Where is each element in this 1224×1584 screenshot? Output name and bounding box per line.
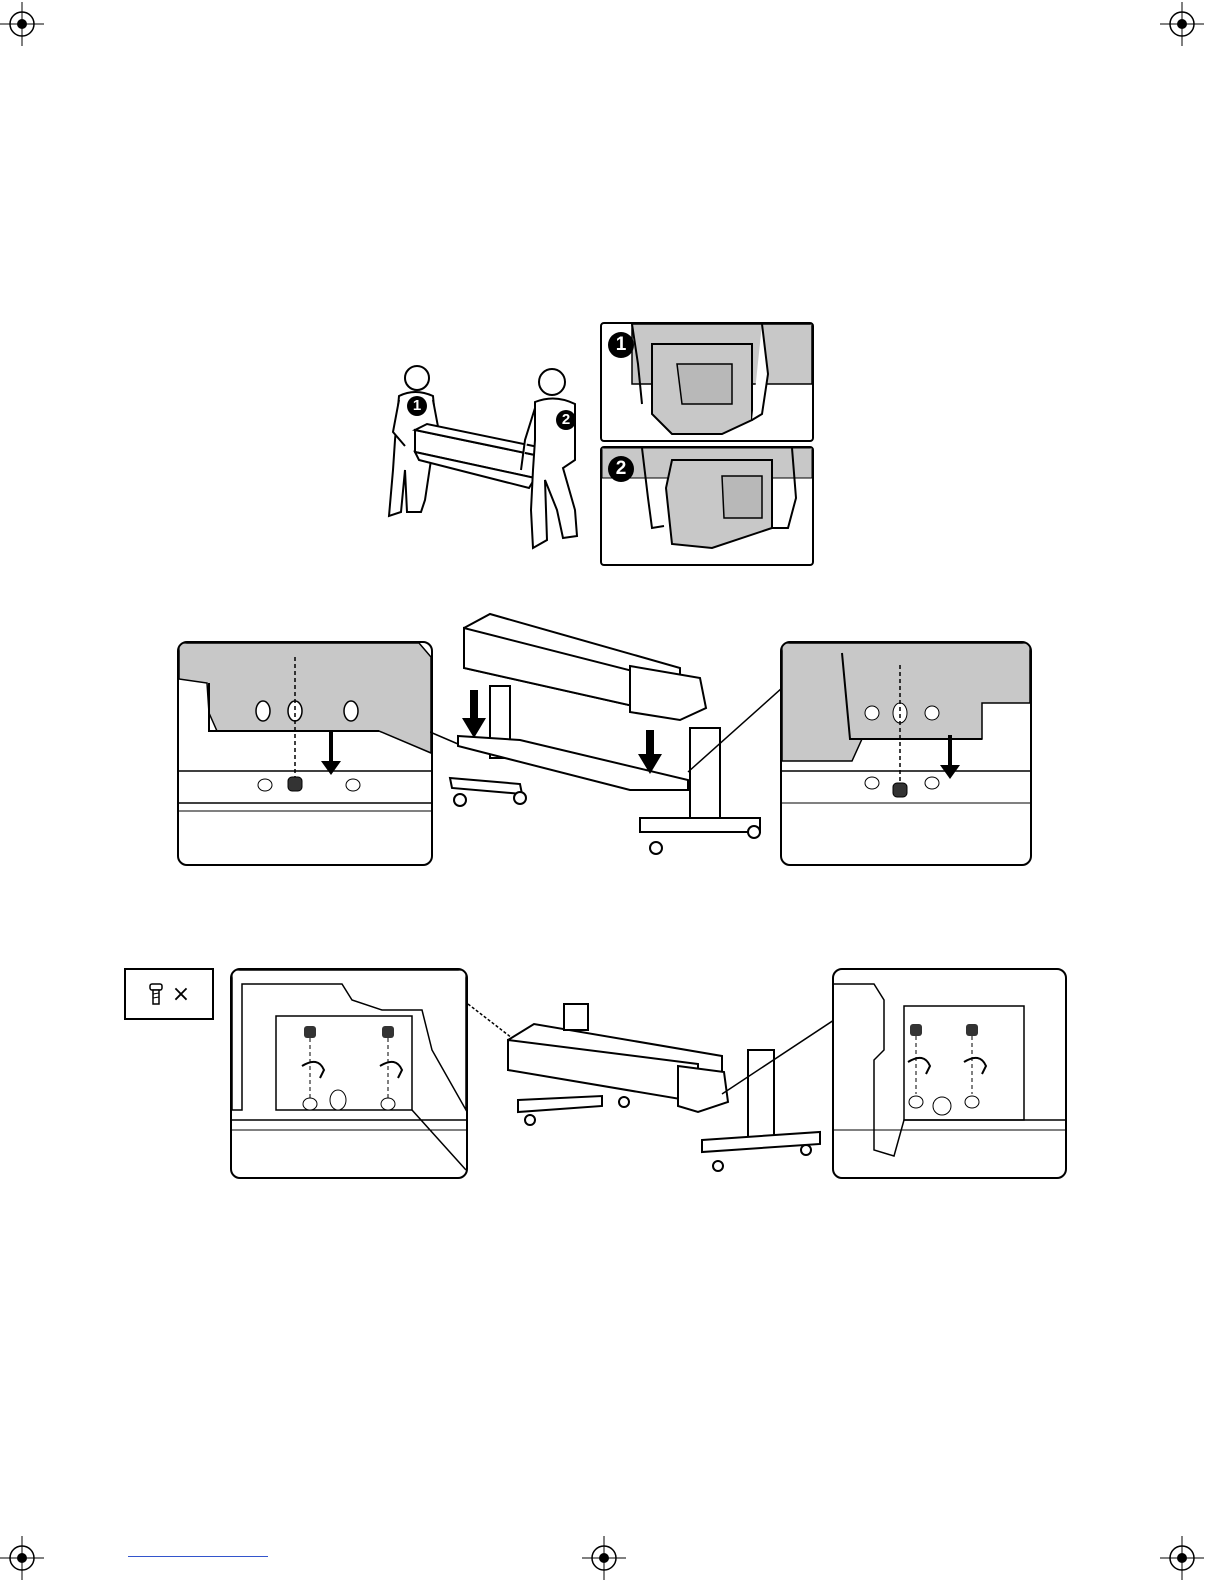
screw-count-box: × bbox=[124, 968, 214, 1020]
left-screw-detail-panel bbox=[230, 968, 468, 1179]
grip-1-badge: 1 bbox=[608, 332, 634, 358]
grip-2-badge: 2 bbox=[608, 456, 634, 482]
grip-detail-panel-1: 1 bbox=[600, 322, 814, 442]
left-pin-detail-panel bbox=[177, 641, 433, 866]
registration-mark-bottom-right bbox=[1160, 1536, 1204, 1580]
person-1-badge: 1 bbox=[407, 396, 427, 416]
person-2-badge: 2 bbox=[556, 410, 576, 430]
registration-mark-bottom-left bbox=[0, 1536, 44, 1580]
right-screw-detail-panel bbox=[832, 968, 1067, 1179]
screw-icon bbox=[148, 982, 164, 1006]
registration-mark-bottom-center bbox=[582, 1536, 626, 1580]
registration-mark-top-left bbox=[0, 2, 44, 46]
carry-illustration: 1 2 bbox=[385, 360, 600, 560]
grip-detail-panel-2: 2 bbox=[600, 446, 814, 566]
registration-mark-top-right bbox=[1160, 2, 1204, 46]
screwed-printer-illustration bbox=[468, 990, 832, 1180]
footer-link-underline bbox=[128, 1556, 268, 1557]
printer-on-stand-illustration bbox=[430, 608, 780, 864]
screw-multiplier: × bbox=[172, 982, 190, 1007]
right-pin-detail-panel bbox=[780, 641, 1032, 866]
